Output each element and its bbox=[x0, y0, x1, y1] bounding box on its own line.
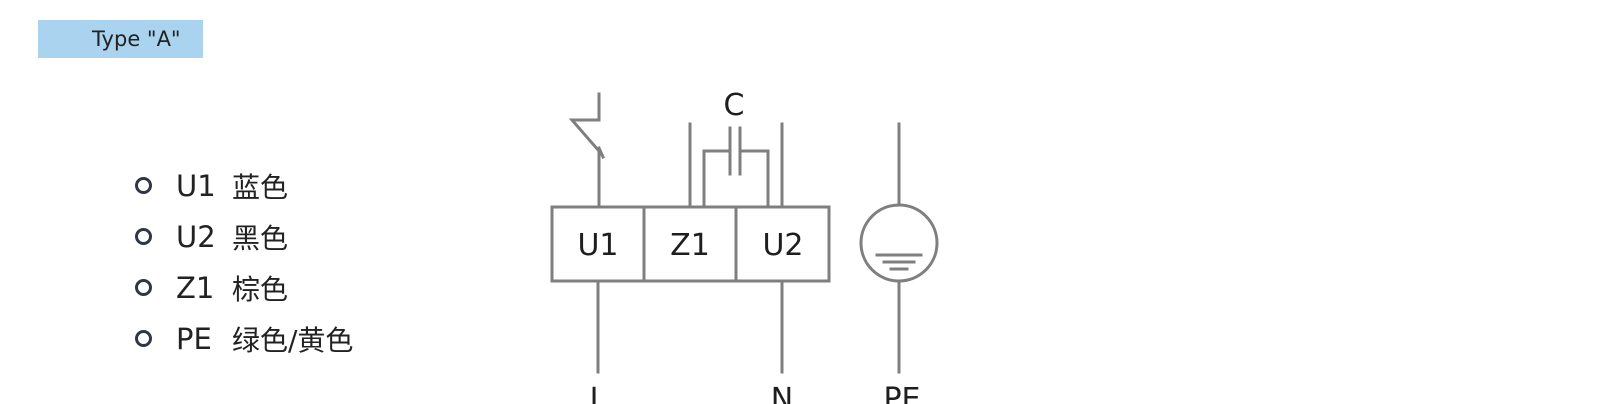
legend-color: 绿色/黄色 bbox=[232, 323, 354, 357]
bullet-icon bbox=[135, 177, 152, 194]
legend-item-u1: U1 蓝色 bbox=[130, 160, 353, 211]
legend-item-pe: PE 绿色/黄色 bbox=[130, 313, 353, 364]
capacitor-label: C bbox=[724, 88, 745, 123]
label-neutral: N bbox=[771, 382, 793, 404]
legend-code: PE bbox=[176, 321, 212, 356]
legend-color: 棕色 bbox=[232, 272, 289, 306]
wire-color-legend: U1 蓝色 U2 黑色 Z1 棕色 PE 绿色/黄色 bbox=[130, 160, 353, 364]
bullet-icon bbox=[135, 330, 152, 347]
terminal-label-u1: U1 bbox=[577, 228, 618, 263]
switch-symbol bbox=[568, 92, 601, 209]
capacitor-right-lead bbox=[738, 149, 770, 209]
legend-item-z1: Z1 棕色 bbox=[130, 262, 353, 313]
legend-code: Z1 bbox=[176, 270, 215, 305]
label-line: L bbox=[590, 382, 607, 404]
label-earth: PE bbox=[883, 382, 920, 404]
capacitor-left-lead bbox=[702, 149, 732, 209]
bullet-icon bbox=[135, 228, 152, 245]
terminal-label-u2: U2 bbox=[762, 228, 803, 263]
legend-color: 黑色 bbox=[232, 221, 289, 255]
type-badge-label: Type "A" bbox=[92, 27, 181, 51]
legend-item-u2: U2 黑色 bbox=[130, 211, 353, 262]
terminal-block bbox=[550, 205, 831, 283]
legend-code: U1 bbox=[176, 168, 216, 203]
legend-code: U2 bbox=[176, 219, 216, 254]
type-badge: Type "A" bbox=[38, 20, 203, 58]
bullet-icon bbox=[135, 279, 152, 296]
switch-contact bbox=[597, 146, 605, 159]
terminal-label-z1: Z1 bbox=[670, 228, 710, 263]
legend-color: 蓝色 bbox=[232, 170, 289, 204]
